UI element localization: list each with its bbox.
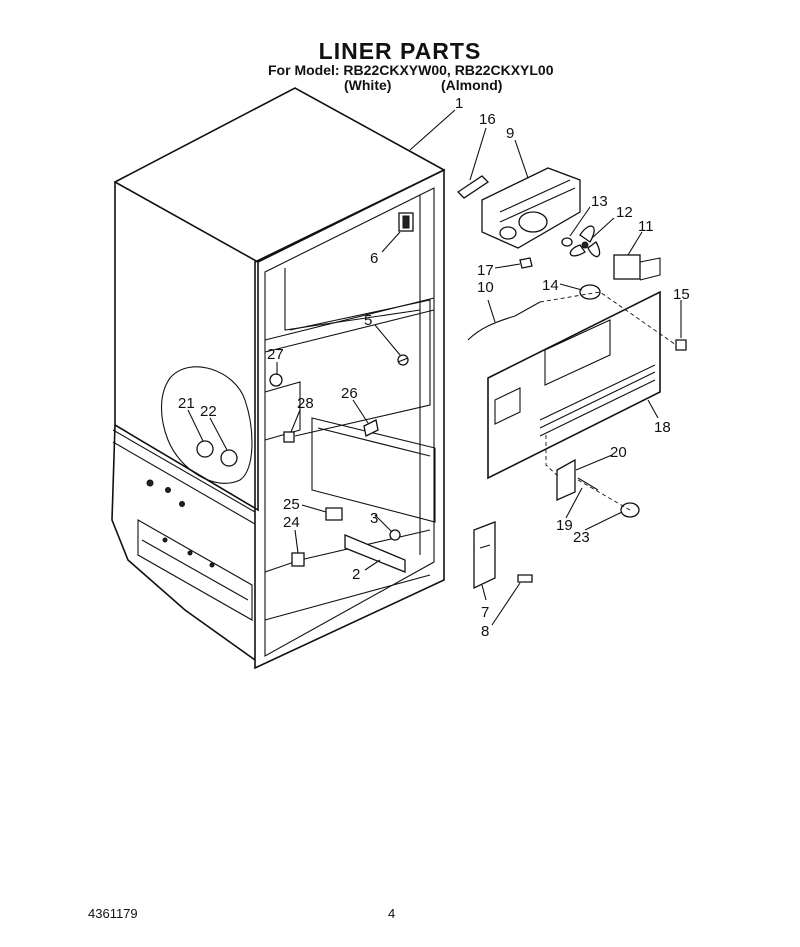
callout-27: 27 (267, 346, 284, 363)
harness-part-10 (467, 301, 541, 341)
screw-part-15 (675, 339, 687, 351)
callout-26: 26 (341, 385, 358, 402)
washer-part-13 (561, 237, 573, 247)
fan-housing-part-9 (481, 167, 581, 249)
callout-2: 2 (352, 566, 360, 583)
bracket-part-20 (556, 458, 576, 502)
fastener-part-25 (325, 507, 343, 521)
callout-15: 15 (673, 286, 690, 303)
callout-12: 12 (616, 204, 633, 221)
callout-9: 9 (506, 125, 514, 142)
bracket-part-7 (473, 521, 496, 590)
callout-18: 18 (654, 419, 671, 436)
gasket-part-16 (456, 175, 490, 199)
screw-part-17 (519, 257, 533, 269)
callout-23: 23 (573, 529, 590, 546)
cabinet-liner (111, 87, 446, 670)
callout-24: 24 (283, 514, 300, 531)
motor-part-11 (613, 254, 661, 281)
screw-part-8 (517, 574, 533, 583)
callout-11: 11 (638, 218, 654, 235)
knob-part-22 (220, 449, 238, 467)
callout-22: 22 (200, 403, 217, 420)
knob-part-23 (620, 502, 640, 518)
callout-13: 13 (591, 193, 608, 210)
callout-10: 10 (477, 279, 494, 296)
callout-20: 20 (610, 444, 627, 461)
callout-3: 3 (370, 510, 378, 527)
fan-blade-part-12 (569, 225, 601, 258)
knob-part-21 (196, 440, 214, 458)
callout-17: 17 (477, 262, 494, 279)
switch-part-6 (398, 212, 414, 232)
fastener-part-26 (363, 419, 379, 437)
callout-1: 1 (455, 95, 463, 112)
color-white: (White) (344, 77, 392, 93)
evaporator-cover-part-18 (487, 290, 661, 480)
callout-7: 7 (481, 604, 489, 621)
clip-part-24 (291, 552, 305, 567)
grommet-part-14 (579, 284, 601, 300)
document-number: 4361179 (88, 906, 138, 921)
callout-8: 8 (481, 623, 489, 640)
screw-part-19 (577, 477, 599, 491)
callout-28: 28 (297, 395, 314, 412)
screw-part-3 (389, 529, 401, 541)
callout-21: 21 (178, 395, 195, 412)
fastener-part-27 (269, 373, 283, 387)
callout-19: 19 (556, 517, 573, 534)
callout-25: 25 (283, 496, 300, 513)
model-numbers: For Model: RB22CKXYW00, RB22CKXYL00 (268, 62, 554, 78)
thermostat-part-5 (397, 354, 409, 366)
page-number: 4 (388, 906, 396, 921)
support-part-2 (344, 534, 406, 573)
callout-6: 6 (370, 250, 378, 267)
callout-5: 5 (364, 312, 372, 329)
color-almond: (Almond) (441, 77, 503, 93)
callout-numbers: 1 16 9 13 12 11 6 17 10 14 15 5 27 18 26… (178, 95, 690, 640)
leader-lines (187, 109, 682, 626)
fastener-part-28 (283, 431, 295, 443)
page-title: LINER PARTS (318, 38, 482, 64)
callout-14: 14 (542, 277, 559, 294)
callout-16: 16 (479, 111, 496, 128)
